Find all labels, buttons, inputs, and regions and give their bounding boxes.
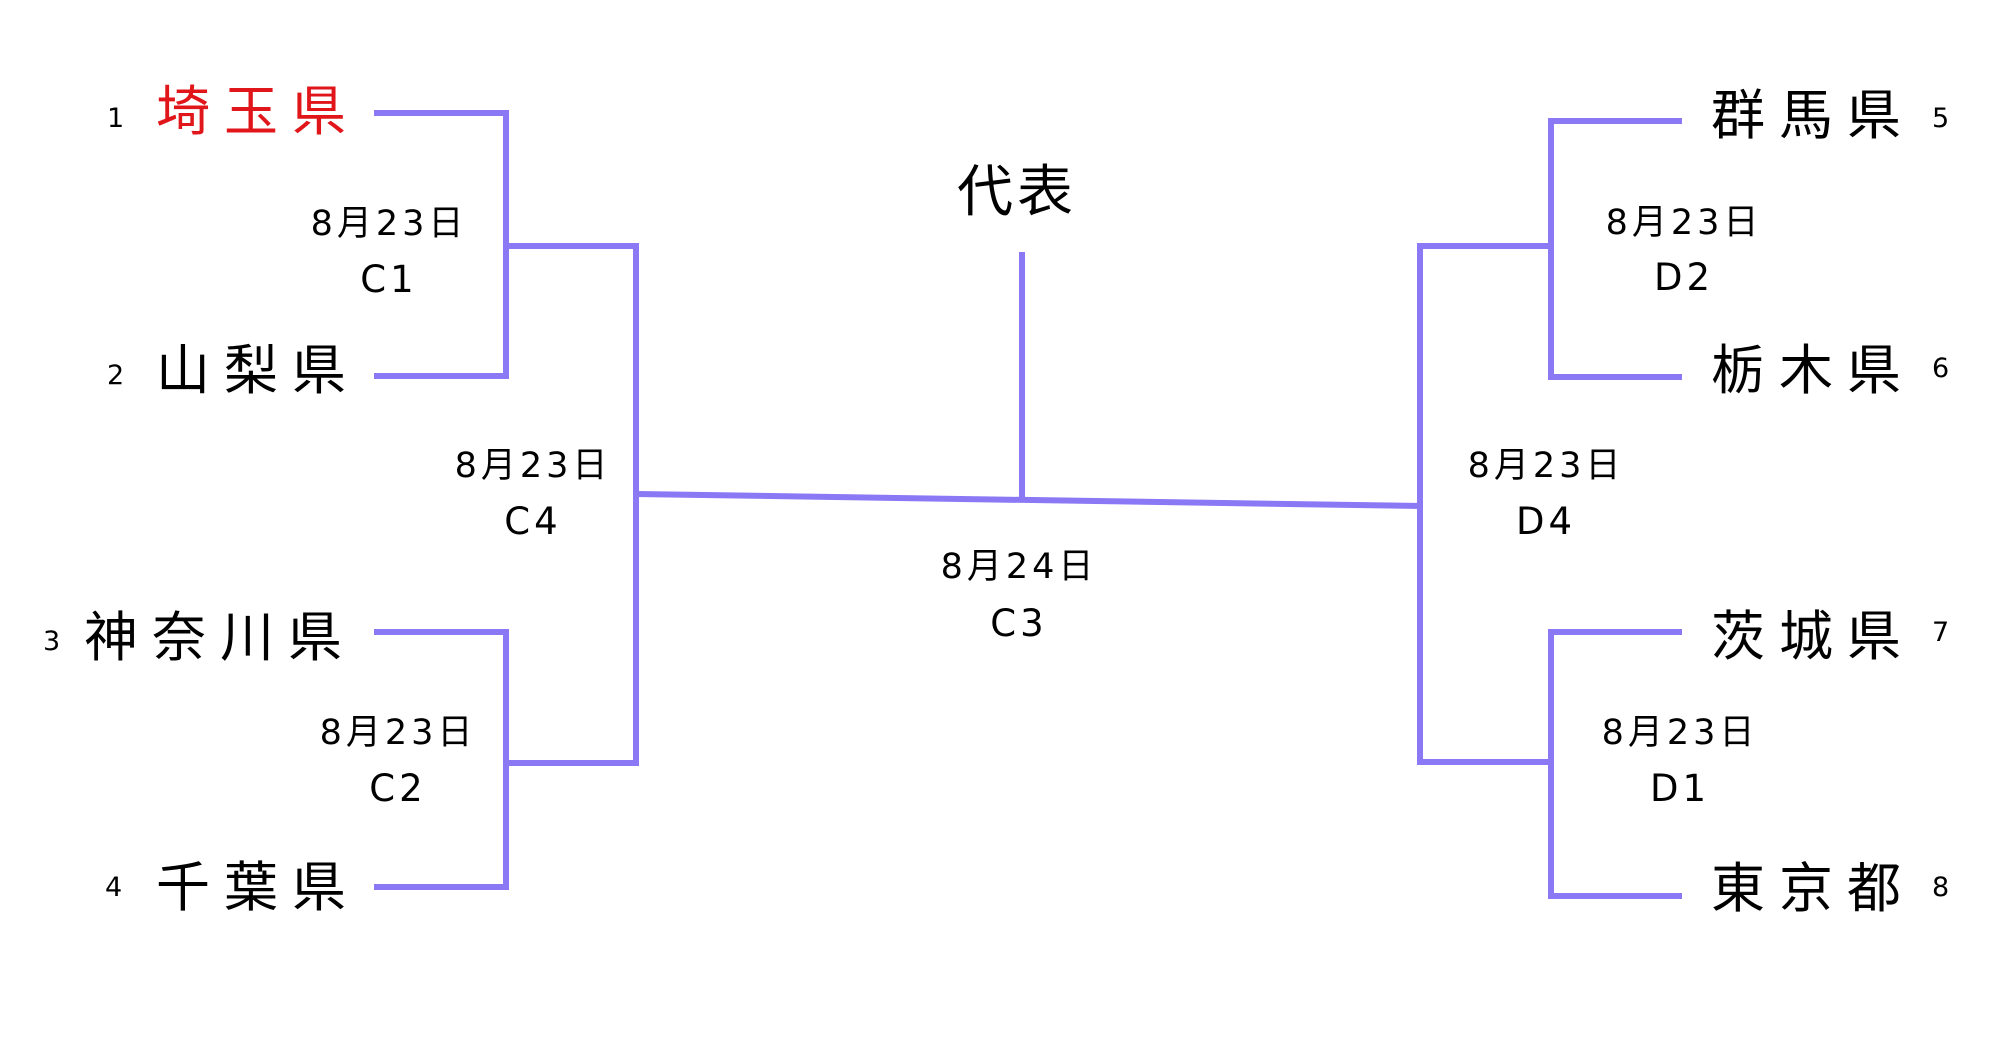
team-name: 山梨県 [156,339,360,402]
team-name: 東京都 [1711,857,1915,920]
match-date: 8月23日 [1467,446,1625,486]
match-code: C4 [504,500,562,543]
match-code: C3 [990,602,1048,645]
bracket-line-c2 [374,629,509,890]
match-code: C2 [369,767,427,810]
match-code: D2 [1653,256,1715,299]
team-seed: 7 [1932,617,1950,648]
team-name-highlighted: 埼玉県 [156,80,360,143]
match-date: 8月23日 [1605,203,1763,243]
match-date: 8月24日 [940,547,1098,587]
team-seed: 3 [43,626,61,657]
team-name: 群馬県 [1711,84,1915,147]
team-name: 千葉県 [156,856,360,919]
team-name: 茨城県 [1711,605,1915,668]
match-date: 8月23日 [1601,713,1759,753]
team-seed: 4 [105,872,123,903]
match-date: 8月23日 [454,446,612,486]
team-name: 神奈川県 [84,606,356,669]
match-date: 8月23日 [310,204,468,244]
bracket-line-d2 [1548,118,1682,380]
bracket-title: 代表 [957,160,1077,225]
match-code: D4 [1515,500,1577,543]
team-seed: 2 [107,360,125,391]
match-code: C1 [360,258,418,301]
bracket-line-c1 [374,110,509,379]
team-seed: 8 [1932,872,1950,903]
team-name: 栃木県 [1711,339,1915,402]
team-seed: 5 [1932,103,1950,134]
team-seed: 6 [1932,353,1950,384]
match-date: 8月23日 [319,713,477,753]
bracket-line-d1 [1548,629,1682,899]
match-code: D1 [1649,767,1711,810]
team-seed: 1 [107,103,125,134]
bracket-line-final [634,490,1424,510]
bracket-line-d4 [1417,243,1554,765]
